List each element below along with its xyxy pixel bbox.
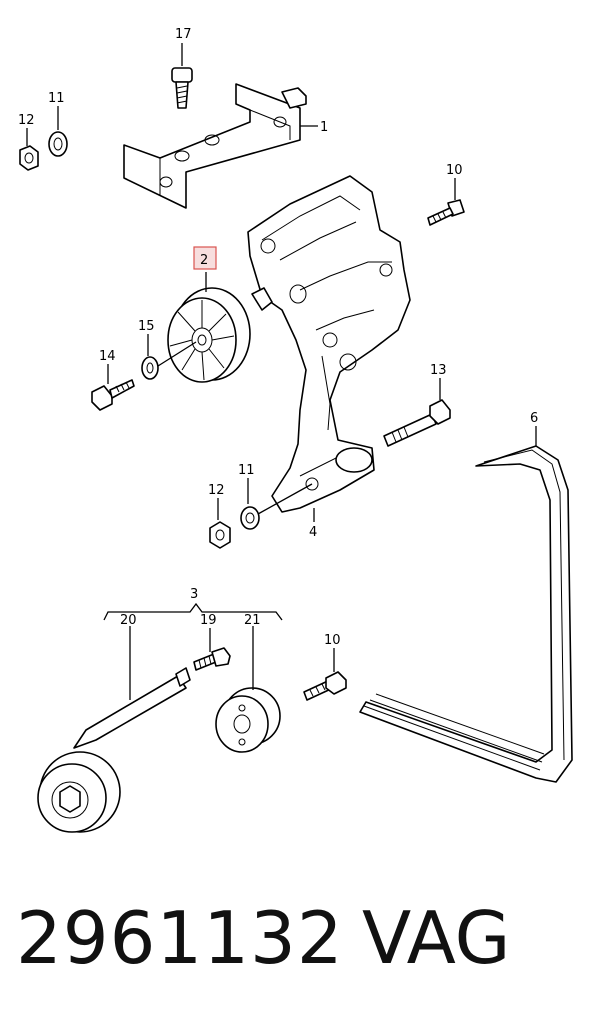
ribbed-belt-6 xyxy=(359,426,573,783)
callout-14: 14 xyxy=(99,349,116,364)
callout-15: 15 xyxy=(138,319,155,334)
callout-12-top: 12 xyxy=(18,113,35,128)
tensioner-20 xyxy=(37,626,191,833)
callout-21: 21 xyxy=(244,613,261,628)
callout-6: 6 xyxy=(530,411,538,426)
callout-2: 2 xyxy=(200,253,208,268)
brand-label: VAG xyxy=(362,896,511,980)
nut-12-top xyxy=(19,128,39,171)
group-bracket-3 xyxy=(103,602,283,621)
callout-12-middle: 12 xyxy=(208,483,225,498)
bolt-10-bottom xyxy=(303,648,347,701)
washer-15 xyxy=(141,334,197,380)
part-number: 2961132 xyxy=(16,896,344,980)
callout-3: 3 xyxy=(190,587,198,602)
washer-11-top xyxy=(48,106,68,157)
callout-2-highlight-box xyxy=(193,246,217,270)
spacer-21 xyxy=(215,626,281,753)
callout-10-bottom: 10 xyxy=(324,633,341,648)
callout-11-middle: 11 xyxy=(238,463,255,478)
callout-4: 4 xyxy=(309,525,317,540)
bolt-19 xyxy=(193,628,231,671)
callout-10-top: 10 xyxy=(446,163,463,178)
callout-13: 13 xyxy=(430,363,447,378)
bracket-4 xyxy=(247,175,411,522)
callout-19: 19 xyxy=(200,613,217,628)
callout-17: 17 xyxy=(175,27,192,42)
bolt-17 xyxy=(171,43,193,109)
bracket-1 xyxy=(123,83,318,209)
bolt-10-top xyxy=(427,178,465,226)
bolt-14 xyxy=(91,364,135,411)
exploded-parts-diagram: 17 1 11 12 10 xyxy=(18,27,573,833)
pulley-2 xyxy=(167,272,251,383)
nut-12-middle xyxy=(209,498,231,549)
callout-11-top: 11 xyxy=(48,91,65,106)
bolt-13 xyxy=(383,378,451,447)
washer-11-middle xyxy=(240,478,313,530)
callout-20: 20 xyxy=(120,613,137,628)
callout-1: 1 xyxy=(320,120,328,135)
